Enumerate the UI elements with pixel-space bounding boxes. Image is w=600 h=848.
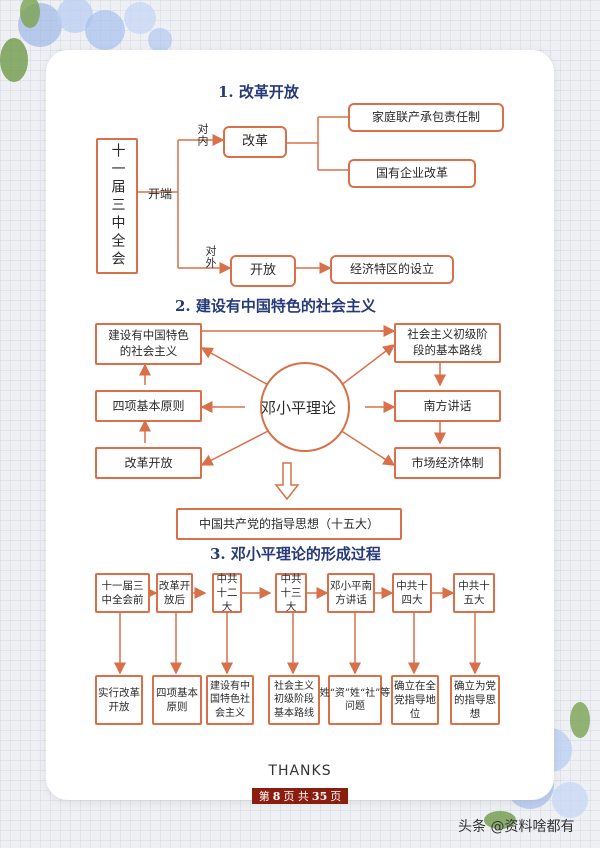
result-box-basic-line: 社会主义初级阶段基本路线 [268,675,320,725]
reform-opening-box: 改革开放 [95,447,202,479]
page-suffix: 页 [330,790,342,803]
stage-box-14th-congress: 中共十四大 [392,573,432,613]
deng-theory-center: 邓小平理论 [261,399,337,417]
mind-map-sheet: 1. 改革开放 十一届三中全会 开端 对内 对外 改革 开放 家庭联产承包责任制… [90,75,510,730]
section3-title: 3. 邓小平理论的形成过程 [210,545,381,563]
result-box-guiding-ideology: 确立为党的指导思想 [450,675,500,725]
market-economy-box: 市场经济体制 [394,447,501,479]
guiding-ideology-box: 中国共产党的指导思想（十五大） [176,508,402,540]
section1-title: 1. 改革开放 [218,83,299,101]
page-indicator: 第 8 页 共 35 页 [252,788,348,804]
section2-title: 2. 建设有中国特色的社会主义 [175,297,376,315]
opening-box: 开放 [230,255,296,287]
outer-label: 对外 [204,245,217,269]
stage-box-pre-plenum: 十一届三中全会前 [95,573,150,613]
total-page-number: 35 [311,789,328,803]
flower-decoration-top-left [0,0,172,82]
source-watermark: 头条 @资料啥都有 [458,819,575,835]
page-prefix: 第 [258,790,270,803]
soe-reform-box: 国有企业改革 [348,159,476,188]
result-box-capitalism-socialism-question: 姓“资”姓“社”等问题 [320,675,390,725]
thanks-text: THANKS [268,763,332,779]
page-mid: 页 共 [283,790,309,803]
reform-box: 改革 [223,126,287,158]
result-box-chinese-socialism: 建设有中国特色社会主义 [206,675,254,725]
current-page-number: 8 [272,789,281,803]
result-box-four-principles: 四项基本原则 [152,675,202,725]
stage-box-12th-congress: 中共十二大 [212,573,242,613]
socialism-chinese-characteristics-box: 建设有中国特色的社会主义 [95,323,202,365]
result-box-reform-opening: 实行改革开放 [95,675,143,725]
special-economic-zone-box: 经济特区的设立 [330,255,454,284]
result-box-party-guidance-status: 确立在全党指导地位 [391,675,439,725]
start-label: 开端 [148,187,173,201]
household-responsibility-box: 家庭联产承包责任制 [348,103,504,132]
stage-box-southern-tour: 邓小平南方讲话 [327,573,375,613]
connector-lines [114,116,481,675]
inner-label: 对内 [196,123,209,147]
southern-tour-box: 南方讲话 [394,390,501,422]
stage-box-post-reform: 改革开放后 [156,573,193,613]
basic-line-box: 社会主义初级阶段的基本路线 [394,323,501,363]
stage-box-13th-congress: 中共十三大 [275,573,307,613]
stage-box-15th-congress: 中共十五大 [453,573,495,613]
root-box-third-plenum: 十一届三中全会 [96,138,138,274]
four-cardinal-principles-box: 四项基本原则 [95,390,202,422]
